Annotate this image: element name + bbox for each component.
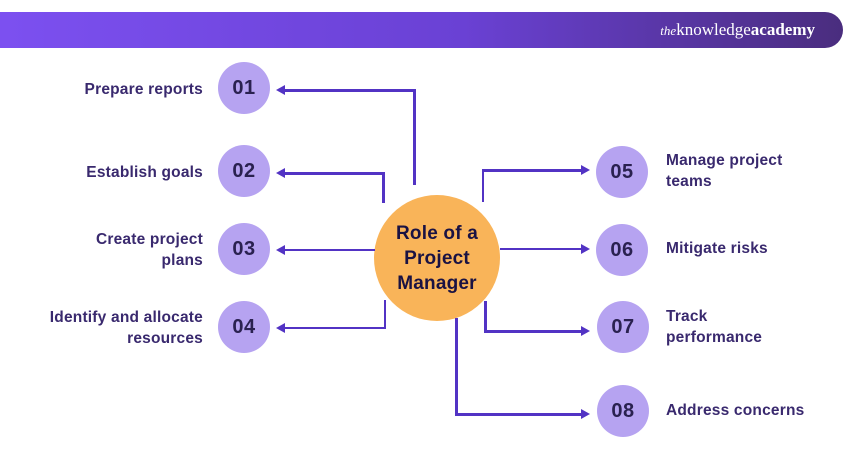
arrowhead-04-icon xyxy=(276,323,285,333)
connector-01-vertical xyxy=(413,89,416,185)
connector-07-vertical xyxy=(484,301,487,332)
connector-06-horizontal xyxy=(499,247,583,250)
header-bar: theknowledgeacademy xyxy=(0,12,843,48)
connector-01-horizontal xyxy=(283,89,416,92)
connector-05-vertical xyxy=(481,169,484,202)
arrowhead-05-icon xyxy=(581,165,590,175)
item-circle-05: 05 xyxy=(596,146,648,198)
connector-08-vertical xyxy=(455,318,458,415)
arrowhead-01-icon xyxy=(276,85,285,95)
item-label-identify-allocate-resources: Identify and allocate resources xyxy=(49,309,203,347)
item-circle-04: 04 xyxy=(218,301,270,353)
item-circle-07: 07 xyxy=(597,301,649,353)
brand-logo: theknowledgeacademy xyxy=(660,20,815,40)
brand-logo-the: the xyxy=(660,23,677,38)
item-circle-03: 03 xyxy=(218,223,270,275)
item-circle-02: 02 xyxy=(218,145,270,197)
item-circle-06: 06 xyxy=(596,224,648,276)
item-circle-01: 01 xyxy=(218,62,270,114)
arrowhead-03-icon xyxy=(276,245,285,255)
connector-02-horizontal xyxy=(283,172,385,175)
brand-logo-knowledge: knowledge xyxy=(676,20,751,39)
arrowhead-02-icon xyxy=(276,168,285,178)
connector-08-horizontal xyxy=(455,413,583,416)
item-label-prepare-reports: Prepare reports xyxy=(84,81,203,98)
connector-07-horizontal xyxy=(484,330,583,333)
connector-03-horizontal xyxy=(283,248,375,251)
item-circle-08: 08 xyxy=(597,385,649,437)
arrowhead-07-icon xyxy=(581,326,590,336)
arrowhead-06-icon xyxy=(581,244,590,254)
item-label-address-concerns: Address concerns xyxy=(666,402,805,419)
item-label-create-project-plans: Create project plans xyxy=(95,231,203,269)
item-label-establish-goals: Establish goals xyxy=(86,164,203,181)
item-label-track-performance: Track performance xyxy=(666,308,763,346)
central-node-role-of-project-manager: Role of a Project Manager xyxy=(374,195,500,321)
item-label-mitigate-risks: Mitigate risks xyxy=(666,240,768,257)
brand-logo-academy: academy xyxy=(750,20,815,39)
connector-02-vertical xyxy=(382,172,385,203)
connector-05-horizontal xyxy=(481,169,582,172)
item-label-manage-project-teams: Manage project teams xyxy=(666,152,783,190)
arrowhead-08-icon xyxy=(581,409,590,419)
connector-04-vertical xyxy=(383,300,386,329)
connector-04-horizontal xyxy=(283,326,386,329)
